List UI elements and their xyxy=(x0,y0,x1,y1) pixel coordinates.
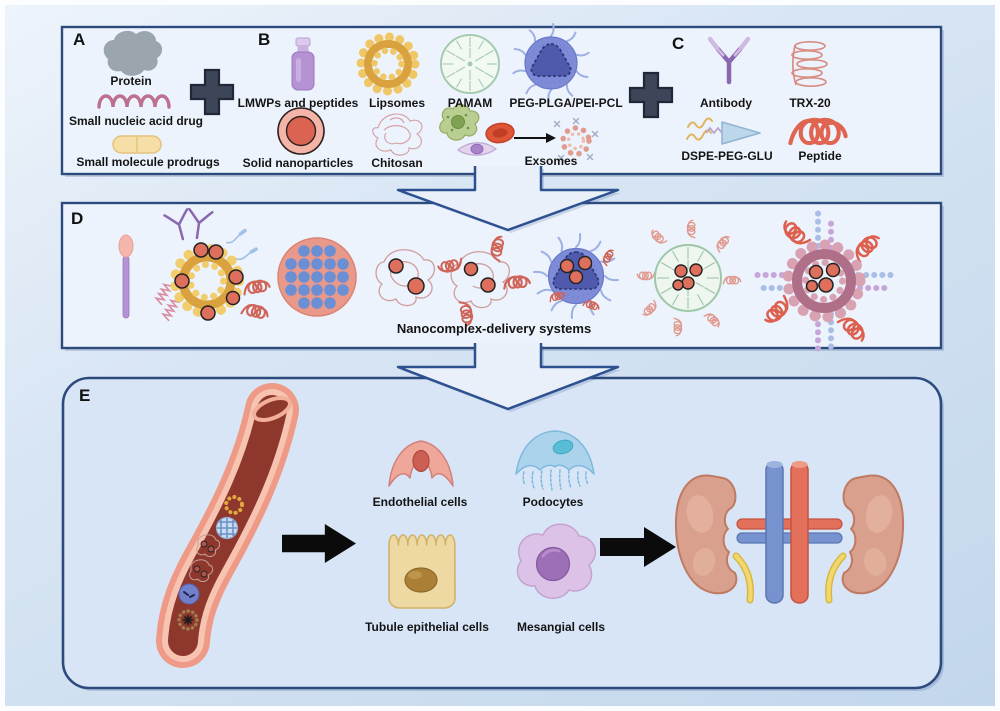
nano-matrix-in-vessel-icon xyxy=(215,516,239,540)
red-blood-cell-icon xyxy=(485,122,515,144)
pill-icon xyxy=(112,135,162,154)
decorated-liposome-icon xyxy=(153,207,272,322)
dspe-peg-glu-icon xyxy=(686,117,761,145)
nano-sphere-in-vessel-icon xyxy=(178,583,200,605)
lipid-swab-icon xyxy=(118,234,134,319)
exosome-arrow-icon xyxy=(514,133,556,143)
panel-d-letter: D xyxy=(71,209,84,228)
pamam-icon xyxy=(440,34,500,94)
endothelial-cell-icon xyxy=(388,440,454,487)
label-peg-plga: PEG-PLGA/PEI-PCL xyxy=(509,96,623,110)
label-protein: Protein xyxy=(110,74,152,88)
label-endothelial: Endothelial cells xyxy=(372,495,468,509)
matrix-nanoparticle-icon xyxy=(277,237,357,317)
label-solid-np: Solid nanoparticles xyxy=(242,156,354,170)
label-liposomes: Lipsomes xyxy=(368,96,426,110)
panel-a-letter: A xyxy=(73,30,86,49)
label-antibody: Antibody xyxy=(700,96,752,110)
label-pamam: PAMAM xyxy=(447,96,493,110)
label-prodrugs: Small molecule prodrugs xyxy=(76,155,220,169)
flow-arrow-abc-to-d xyxy=(396,166,621,233)
liposome-icon xyxy=(356,32,420,96)
trx20-icon xyxy=(791,40,828,88)
vial-icon xyxy=(291,37,315,91)
nano-ring-in-vessel-icon xyxy=(177,609,199,631)
pamam-loaded-icon xyxy=(636,219,742,337)
label-dspe: DSPE-PEG-GLU xyxy=(681,149,773,163)
podocyte-cell-icon xyxy=(515,430,595,491)
spindle-cell-icon xyxy=(457,142,497,156)
macrophage-cell-icon xyxy=(439,104,480,141)
aorta xyxy=(790,461,809,604)
solid-nanoparticle-icon xyxy=(277,107,325,155)
protein-icon xyxy=(103,30,163,76)
nano-liposome-in-vessel-icon xyxy=(224,495,244,515)
exosome-icon xyxy=(553,117,599,162)
nano-polymer-in-vessel-icon xyxy=(196,534,221,558)
mesangial-cell-icon xyxy=(516,523,597,599)
label-podocytes: Podocytes xyxy=(522,495,584,509)
renal-artery xyxy=(736,518,843,530)
panel-c-letter: C xyxy=(672,34,685,53)
chitosan-icon xyxy=(372,113,423,156)
polymer-complex-icon xyxy=(375,249,435,307)
label-chitosan: Chitosan xyxy=(371,156,423,170)
blood-vessel xyxy=(156,383,299,668)
panel-e-letter: E xyxy=(79,386,91,405)
plus-icon xyxy=(628,71,674,119)
label-nucleic-acid: Small nucleic acid drug xyxy=(68,114,204,128)
renal-vein xyxy=(736,532,843,544)
nucleic-acid-wave-icon xyxy=(97,94,171,109)
peg-sphere-loaded-icon xyxy=(533,233,619,319)
label-tubule: Tubule epithelial cells xyxy=(365,620,489,634)
polymer-complex-peptide-icon xyxy=(436,234,532,328)
flow-arrow-d-to-e xyxy=(396,343,621,412)
label-lmwps: LMWPs and peptides xyxy=(237,96,359,110)
nano-polymer2-in-vessel-icon xyxy=(189,559,214,583)
label-mesangial: Mesangial cells xyxy=(516,620,606,634)
kidney-illustration xyxy=(674,461,905,604)
panel-b-letter: B xyxy=(258,30,271,49)
vena-cava xyxy=(765,461,784,604)
panel-d-caption: Nanocomplex-delivery systems xyxy=(396,321,592,336)
antibody-icon xyxy=(707,36,751,85)
multifunction-liposome-icon xyxy=(753,209,895,353)
peg-plga-sphere-icon xyxy=(512,23,590,103)
kidney-left xyxy=(674,474,738,595)
label-exosomes: Exsomes xyxy=(524,154,578,168)
label-peptide: Peptide xyxy=(798,149,842,163)
tubule-epithelial-cell-icon xyxy=(388,534,456,609)
label-trx20: TRX-20 xyxy=(789,96,831,110)
plus-icon xyxy=(189,68,235,116)
